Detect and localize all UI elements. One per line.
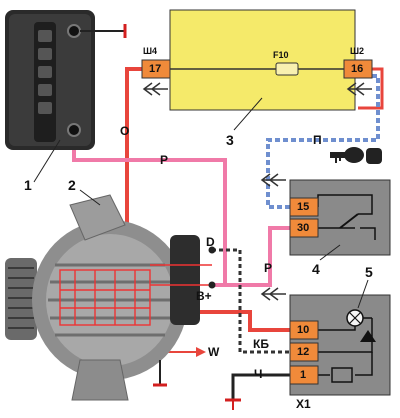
ignition-relay	[289, 179, 391, 256]
fuse-pin-16	[343, 59, 373, 79]
fuse-box	[169, 9, 356, 111]
relay-pin-30	[289, 218, 319, 238]
fuse-pin-17	[141, 59, 171, 79]
label-fuse-pin-17: 17	[149, 63, 162, 75]
label-fuse-f10: F10	[273, 50, 289, 60]
label-connector-x1: Х1	[296, 397, 311, 411]
label-wire-o: О	[120, 124, 130, 138]
wire-blue-p	[266, 74, 380, 209]
label-generator-number: 2	[68, 177, 76, 193]
label-relay-pin-15: 15	[297, 201, 310, 213]
ignition-key-icon	[330, 147, 382, 164]
label-fuse-pin-16: 16	[351, 63, 364, 75]
wire-orange-relay	[358, 67, 384, 110]
label-wire-kb: КБ	[253, 337, 269, 351]
cluster-pin-10	[289, 320, 319, 340]
wire-kb	[212, 248, 290, 354]
label-connector-sh2: Ш2	[350, 46, 365, 56]
cluster-pin-12	[289, 342, 319, 362]
label-wire-p3: П	[313, 133, 322, 147]
label-terminal-bplus: B+	[196, 289, 212, 303]
battery-icon	[5, 10, 95, 150]
label-wire-p1: Р	[160, 153, 169, 167]
lamp-icon	[346, 309, 364, 327]
label-cluster-pin-12: 12	[297, 346, 310, 358]
ground-icon	[225, 398, 241, 410]
wire-ch	[231, 373, 290, 400]
relay-pin-15	[289, 197, 319, 217]
label-terminal-w: W	[208, 345, 220, 359]
cluster-pin-1	[289, 365, 319, 385]
label-battery-number: 1	[24, 177, 32, 193]
label-connector-sh4: Ш4	[143, 46, 158, 56]
label-wire-ch: Ч	[254, 367, 263, 381]
label-relay-pin-30: 30	[297, 222, 310, 234]
label-relay-number: 4	[312, 261, 320, 277]
ground-icon	[153, 360, 167, 387]
label-cluster-pin-1: 1	[300, 369, 307, 381]
label-terminal-d: D	[206, 235, 215, 249]
label-fuse-box-number: 3	[226, 132, 234, 148]
label-cluster-number: 5	[365, 264, 373, 280]
label-wire-p2: Р	[264, 261, 273, 275]
generator-icon	[5, 194, 212, 401]
label-cluster-pin-10: 10	[297, 324, 310, 336]
